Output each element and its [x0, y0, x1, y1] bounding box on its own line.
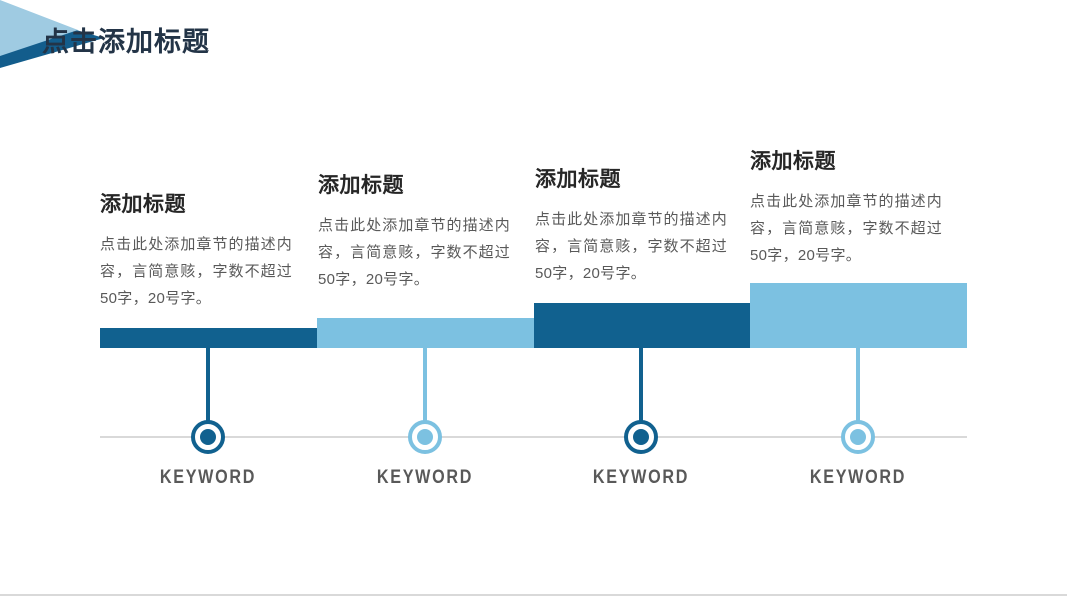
column-3-body: 点击此处添加章节的描述内容，言简意赅，字数不超过50字，20号字。 [535, 211, 727, 282]
page-title: 点击添加标题 [42, 27, 210, 57]
column-2-body: 点击此处添加章节的描述内容，言简意赅，字数不超过50字，20号字。 [318, 217, 510, 288]
marker-stem-4 [856, 348, 860, 422]
column-2-heading: 添加标题 [318, 174, 404, 197]
marker-stem-3 [639, 348, 643, 422]
timeline-line [100, 436, 967, 438]
keyword-label-3: KEYWORD [592, 467, 690, 488]
column-1-body: 点击此处添加章节的描述内容，言简意赅，字数不超过50字，20号字。 [100, 236, 292, 307]
timeline-marker-dot-2 [417, 429, 433, 445]
marker-stem-2 [423, 348, 427, 422]
timeline-marker-dot-3 [633, 429, 649, 445]
column-4-heading: 添加标题 [750, 150, 836, 173]
keyword-label-1: KEYWORD [159, 467, 257, 488]
step-bar-4 [750, 283, 967, 348]
keyword-label-2: KEYWORD [376, 467, 474, 488]
bottom-border-line [0, 594, 1067, 596]
title-arrow-decoration [0, 0, 120, 75]
timeline-marker-1 [191, 420, 225, 454]
timeline-marker-2 [408, 420, 442, 454]
column-1-heading: 添加标题 [100, 193, 186, 216]
column-3-heading: 添加标题 [535, 168, 621, 191]
marker-stem-1 [206, 348, 210, 422]
column-4: 添加标题 点击此处添加章节的描述内容，言简意赅，字数不超过50字，20号字。 [750, 145, 956, 269]
timeline-marker-dot-4 [850, 429, 866, 445]
column-2: 添加标题 点击此处添加章节的描述内容，言简意赅，字数不超过50字，20号字。 [318, 169, 524, 293]
column-3: 添加标题 点击此处添加章节的描述内容，言简意赅，字数不超过50字，20号字。 [535, 163, 741, 287]
timeline-marker-dot-1 [200, 429, 216, 445]
step-bar-2 [317, 318, 534, 348]
timeline-marker-3 [624, 420, 658, 454]
column-4-body: 点击此处添加章节的描述内容，言简意赅，字数不超过50字，20号字。 [750, 193, 942, 264]
column-1: 添加标题 点击此处添加章节的描述内容，言简意赅，字数不超过50字，20号字。 [100, 188, 306, 312]
keyword-label-4: KEYWORD [809, 467, 907, 488]
step-bar-1 [100, 328, 317, 348]
step-bar-3 [534, 303, 750, 348]
timeline-marker-4 [841, 420, 875, 454]
